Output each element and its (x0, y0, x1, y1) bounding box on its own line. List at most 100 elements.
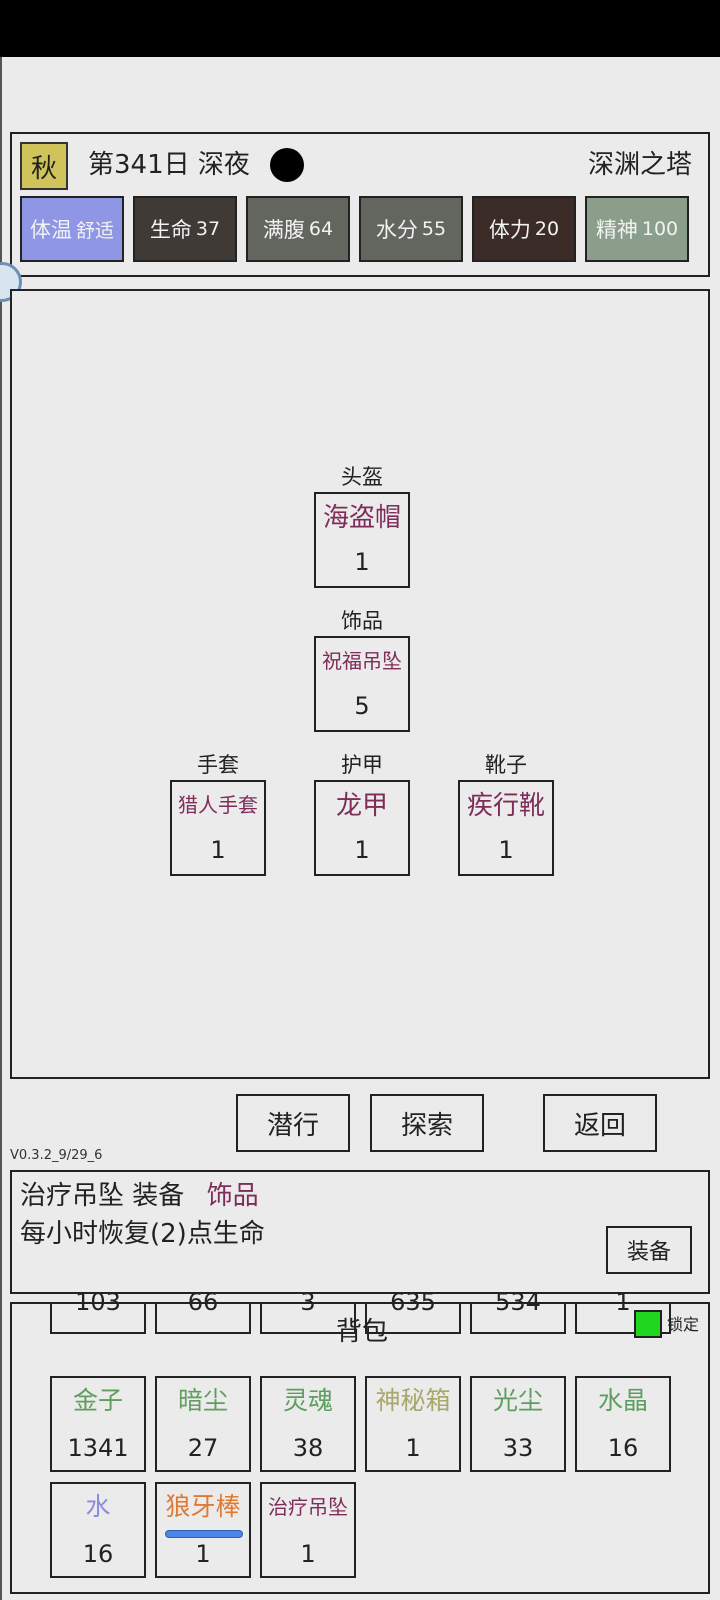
backpack-panel: 103 66 3 635 534 1 背包 锁定 金子 1341 暗尘 27 灵… (10, 1288, 710, 1594)
detail-slot: 饰品 (206, 1181, 259, 1211)
bag-item-gold[interactable]: 金子 1341 (50, 1376, 146, 1472)
stat-value: 100 (641, 218, 679, 240)
slot-gloves[interactable]: 猎人手套 1 (170, 780, 266, 876)
stat-label: 体温 (29, 218, 72, 242)
item-name: 光尘 (492, 1386, 543, 1415)
slot-label-gloves: 手套 (197, 753, 239, 777)
stat-label: 生命 (149, 218, 192, 242)
item-count: 16 (607, 1434, 639, 1462)
item-name: 疾行靴 (466, 791, 545, 821)
location-label: 深渊之塔 (587, 150, 692, 180)
stat-label: 水分 (375, 218, 418, 242)
bag-item-partial[interactable]: 1 (575, 1288, 671, 1334)
left-edge-line (0, 57, 2, 1600)
slot-armor[interactable]: 龙甲 1 (314, 780, 410, 876)
item-name: 龙甲 (335, 791, 388, 821)
item-count: 1 (210, 836, 226, 864)
item-count: 1 (354, 836, 370, 864)
back-button[interactable]: 返回 (543, 1094, 657, 1152)
item-count: 1 (498, 836, 514, 864)
bag-item-light-dust[interactable]: 光尘 33 (470, 1376, 566, 1472)
bag-item-water[interactable]: 水 16 (50, 1482, 146, 1578)
version-label: V0.3.2_9/29_6 (10, 1148, 103, 1163)
item-count: 1 (300, 1540, 316, 1568)
item-count: 33 (502, 1434, 534, 1462)
bag-item-mace[interactable]: 狼牙棒 1 (155, 1482, 251, 1578)
bag-item-partial[interactable]: 534 (470, 1288, 566, 1334)
stat-value: 37 (195, 218, 221, 240)
stat-label: 体力 (488, 218, 531, 242)
item-count: 66 (187, 1288, 219, 1316)
lock-label: 锁定 (667, 1315, 700, 1334)
item-count: 1 (405, 1434, 421, 1462)
item-count: 3 (300, 1288, 316, 1316)
equip-button[interactable]: 装备 (606, 1226, 692, 1274)
stat-value: 64 (308, 218, 334, 240)
bag-item-partial[interactable]: 103 (50, 1288, 146, 1334)
stat-value: 20 (534, 218, 560, 240)
item-name: 水晶 (597, 1386, 648, 1415)
item-name: 水 (85, 1492, 111, 1521)
slot-boots[interactable]: 疾行靴 1 (458, 780, 554, 876)
item-count: 38 (292, 1434, 324, 1462)
bag-item-partial[interactable]: 3 (260, 1288, 356, 1334)
item-count: 1341 (67, 1434, 129, 1462)
item-detail-title: 治疗吊坠 装备 饰品 (20, 1178, 259, 1214)
item-name: 金子 (72, 1386, 123, 1415)
detail-action: 装备 (132, 1181, 185, 1211)
backpack-title: 背包 (335, 1317, 388, 1347)
item-detail-description: 每小时恢复(2)点生命 (20, 1219, 265, 1249)
bag-item-soul[interactable]: 灵魂 38 (260, 1376, 356, 1472)
bag-item-partial[interactable]: 635 (365, 1288, 461, 1334)
item-count: 635 (390, 1288, 436, 1316)
moon-icon (270, 148, 304, 182)
item-count: 5 (354, 692, 370, 720)
item-count: 103 (75, 1288, 121, 1316)
item-detail-panel: 治疗吊坠 装备 饰品 每小时恢复(2)点生命 装备 (10, 1170, 710, 1294)
stat-label: 精神 (595, 218, 638, 242)
detail-item-name: 治疗吊坠 (20, 1181, 125, 1211)
item-name: 治疗吊坠 (268, 1495, 348, 1519)
stat-label: 满腹 (262, 218, 305, 242)
bag-item-mystery-box[interactable]: 神秘箱 1 (365, 1376, 461, 1472)
durability-bar (165, 1530, 243, 1538)
slot-helmet[interactable]: 海盗帽 1 (314, 492, 410, 588)
item-name: 暗尘 (177, 1386, 228, 1415)
item-count: 1 (615, 1288, 631, 1316)
slot-label-boots: 靴子 (485, 753, 527, 777)
slot-label-accessory: 饰品 (341, 609, 383, 633)
item-count: 1 (195, 1540, 211, 1568)
explore-button[interactable]: 探索 (370, 1094, 484, 1152)
item-count: 16 (82, 1540, 114, 1568)
stat-value: 舒适 (75, 219, 114, 242)
item-count: 27 (187, 1434, 219, 1462)
item-name: 狼牙棒 (165, 1492, 241, 1521)
bag-item-crystal[interactable]: 水晶 16 (575, 1376, 671, 1472)
item-name: 海盗帽 (322, 503, 401, 533)
equipment-panel: 头盔 海盗帽 1 饰品 祝福吊坠 5 手套 猎人手套 1 护甲 龙甲 1 靴子 … (10, 289, 710, 1079)
stat-value: 55 (421, 218, 447, 240)
stat-temperature[interactable]: 体温舒适 (20, 196, 124, 262)
bag-item-healing-pendant[interactable]: 治疗吊坠 1 (260, 1482, 356, 1578)
system-status-bar (0, 0, 720, 57)
slot-accessory[interactable]: 祝福吊坠 5 (314, 636, 410, 732)
item-name: 神秘箱 (375, 1386, 451, 1415)
day-time-label: 第341日 深夜 (88, 150, 250, 180)
item-name: 猎人手套 (178, 793, 258, 817)
item-count: 534 (495, 1288, 541, 1316)
bag-item-dark-dust[interactable]: 暗尘 27 (155, 1376, 251, 1472)
slot-label-armor: 护甲 (341, 753, 383, 777)
sneak-button[interactable]: 潜行 (236, 1094, 350, 1152)
item-count: 1 (354, 548, 370, 576)
slot-label-helmet: 头盔 (341, 465, 383, 489)
lock-checkbox[interactable] (634, 1310, 662, 1338)
bag-item-partial[interactable]: 66 (155, 1288, 251, 1334)
season-badge: 秋 (20, 142, 68, 190)
item-name: 灵魂 (282, 1386, 333, 1415)
